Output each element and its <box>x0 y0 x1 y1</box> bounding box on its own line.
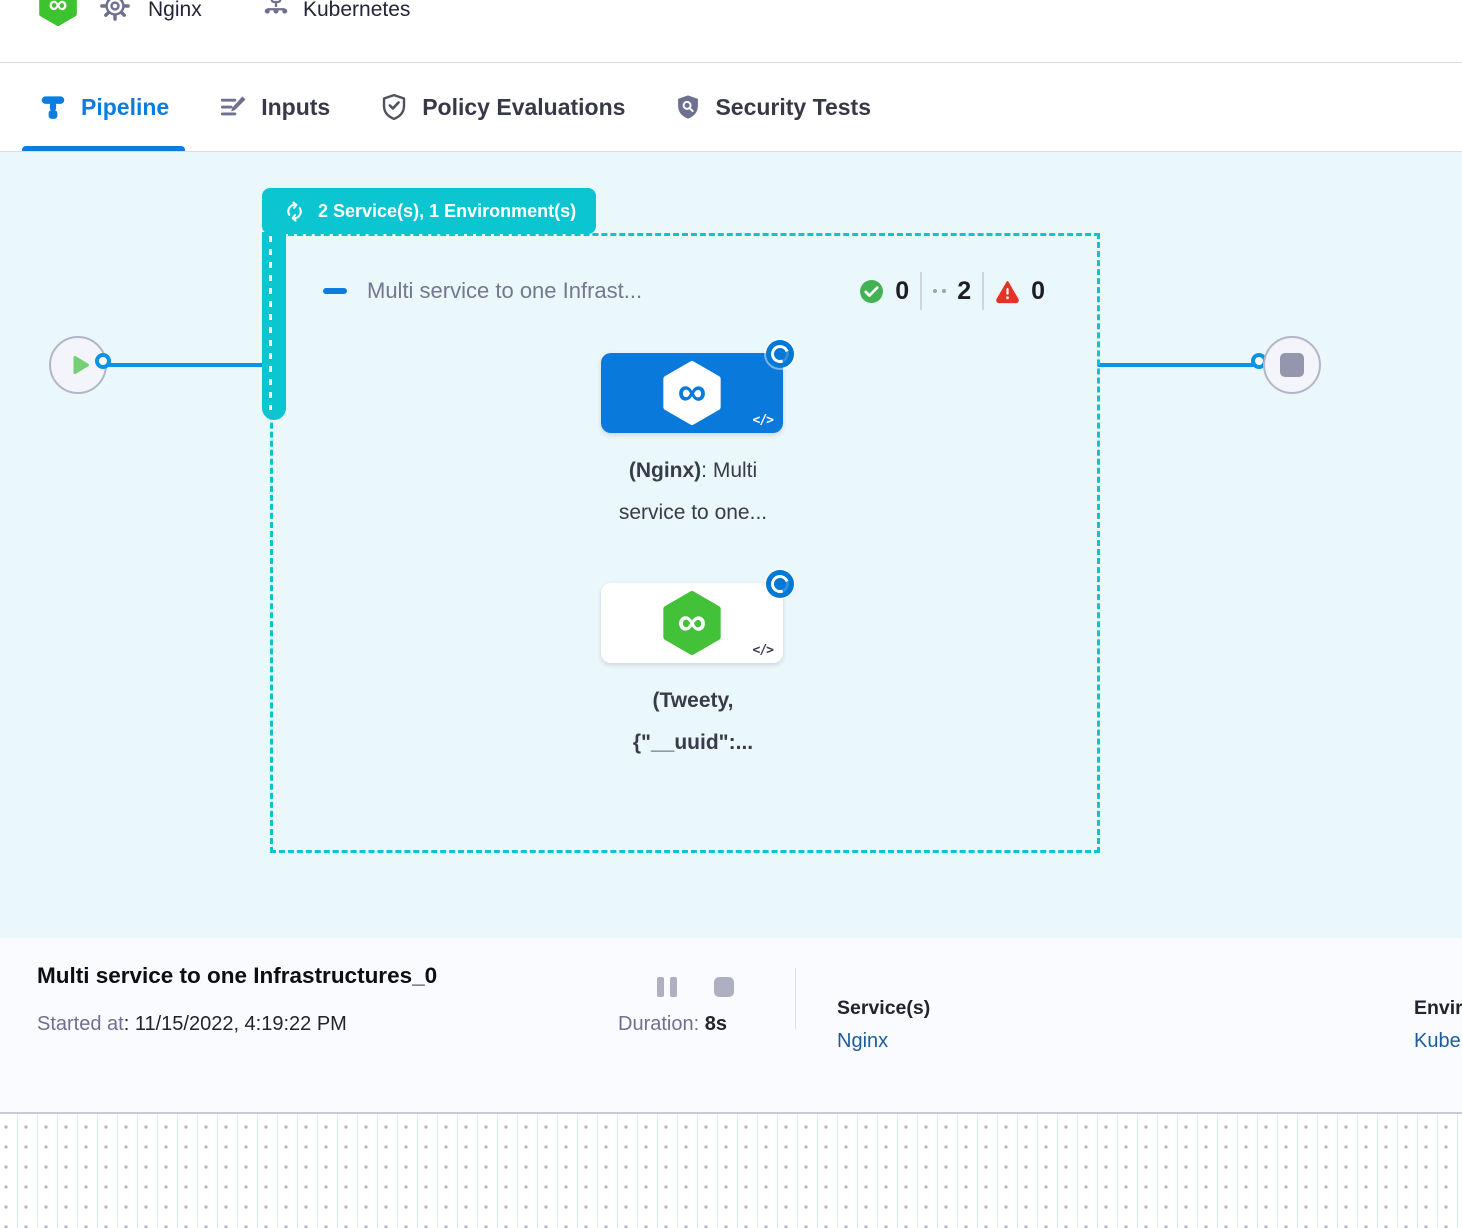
execution-title: Multi service to one Infrastructures_0 <box>37 963 438 988</box>
divider <box>982 272 985 310</box>
failed-count: 0 <box>1031 276 1045 305</box>
services-value-link[interactable]: Nginx <box>837 1030 889 1052</box>
infinity-glyph: ∞ <box>678 600 707 644</box>
play-icon <box>73 356 89 374</box>
pipeline-end-node <box>1263 336 1321 394</box>
services-label: Service(s) <box>837 997 931 1019</box>
connector-dot-left <box>95 353 111 369</box>
shield-check-icon <box>379 92 409 122</box>
pipeline-canvas: Multi service to one Infrast... 0 2 0 <box>0 152 1462 938</box>
pipeline-icon <box>38 92 68 122</box>
environments-value-link[interactable]: Kubernetes <box>1414 1030 1462 1052</box>
stage-header: Multi service to one Infrast... 0 2 0 <box>323 272 1045 310</box>
tab-label: Inputs <box>261 93 331 120</box>
running-spinner-badge <box>766 340 794 368</box>
breadcrumb-service-name[interactable]: Nginx <box>148 0 202 21</box>
running-dots-icon <box>933 289 947 293</box>
duration-label: Duration: <box>618 1013 700 1035</box>
breadcrumb-environment-name[interactable]: Kubernetes <box>303 0 411 21</box>
collapse-minus-icon[interactable] <box>323 288 347 294</box>
divider <box>920 272 923 310</box>
code-icon: </> <box>752 413 775 428</box>
success-count: 0 <box>895 276 910 305</box>
tab-security-tests[interactable]: Security Tests <box>658 63 887 151</box>
tab-bar: Pipeline Inputs Policy Evaluations <box>0 63 1462 152</box>
started-at-label: Started at <box>37 1013 124 1035</box>
log-grid-area <box>0 1112 1462 1228</box>
started-at-row: Started at: 11/15/2022, 4:19:22 PM <box>37 1013 347 1036</box>
tab-label: Security Tests <box>715 93 871 120</box>
infinity-glyph: ∞ <box>678 370 707 414</box>
kubernetes-icon <box>261 0 291 27</box>
tab-inputs[interactable]: Inputs <box>202 63 346 151</box>
harness-logo-icon: ∞ <box>37 0 79 26</box>
stage-title: Multi service to one Infrast... <box>367 278 643 303</box>
divider <box>795 968 796 1030</box>
node-label-nginx: (Nginx): Multi service to one... <box>618 459 768 524</box>
pause-button[interactable] <box>657 977 677 997</box>
stage-group-box: Multi service to one Infrast... 0 2 0 <box>270 233 1100 853</box>
tab-pipeline[interactable]: Pipeline <box>22 63 186 151</box>
tab-label: Pipeline <box>81 93 170 120</box>
node-card-nginx[interactable]: ∞ </> <box>601 353 783 433</box>
connector-line-left <box>107 363 270 367</box>
loop-accent-bar <box>262 232 286 420</box>
node-label-tweety: (Tweety, {"__uuid":... <box>632 689 754 754</box>
connector-line-right <box>1097 363 1264 367</box>
harness-service-icon: ∞ <box>663 591 721 655</box>
warning-triangle-icon <box>996 280 1019 303</box>
tab-label: Policy Evaluations <box>422 93 626 120</box>
environments-label: Environment(s) <box>1414 997 1462 1019</box>
shield-search-icon <box>674 93 702 121</box>
harness-service-icon: ∞ <box>663 361 721 425</box>
code-icon: </> <box>752 643 775 658</box>
started-at-value: : 11/15/2022, 4:19:22 PM <box>123 1013 347 1035</box>
loop-icon <box>287 201 302 221</box>
running-count: 2 <box>957 276 972 305</box>
duration-row: Duration: 8s <box>618 1013 727 1036</box>
stop-button[interactable] <box>714 977 734 997</box>
infinity-glyph: ∞ <box>49 0 68 19</box>
check-circle-icon <box>860 279 884 303</box>
tab-policy-evaluations[interactable]: Policy Evaluations <box>363 63 641 151</box>
breadcrumb-header: ∞ Nginx Kubernetes <box>0 0 1462 63</box>
running-spinner-badge <box>766 570 794 598</box>
duration-value: 8s <box>704 1013 727 1035</box>
execution-summary-bar: Multi service to one Infrastructures_0 S… <box>0 938 1462 1112</box>
stage-status-counts: 0 2 0 <box>859 272 1045 310</box>
gear-icon <box>99 0 131 27</box>
stop-square-icon <box>1280 353 1304 377</box>
inputs-icon <box>218 92 248 122</box>
services-environments-badge[interactable]: 2 Service(s), 1 Environment(s) <box>262 188 597 234</box>
node-card-tweety[interactable]: ∞ </> <box>601 583 783 663</box>
badge-label: 2 Service(s), 1 Environment(s) <box>318 200 577 221</box>
